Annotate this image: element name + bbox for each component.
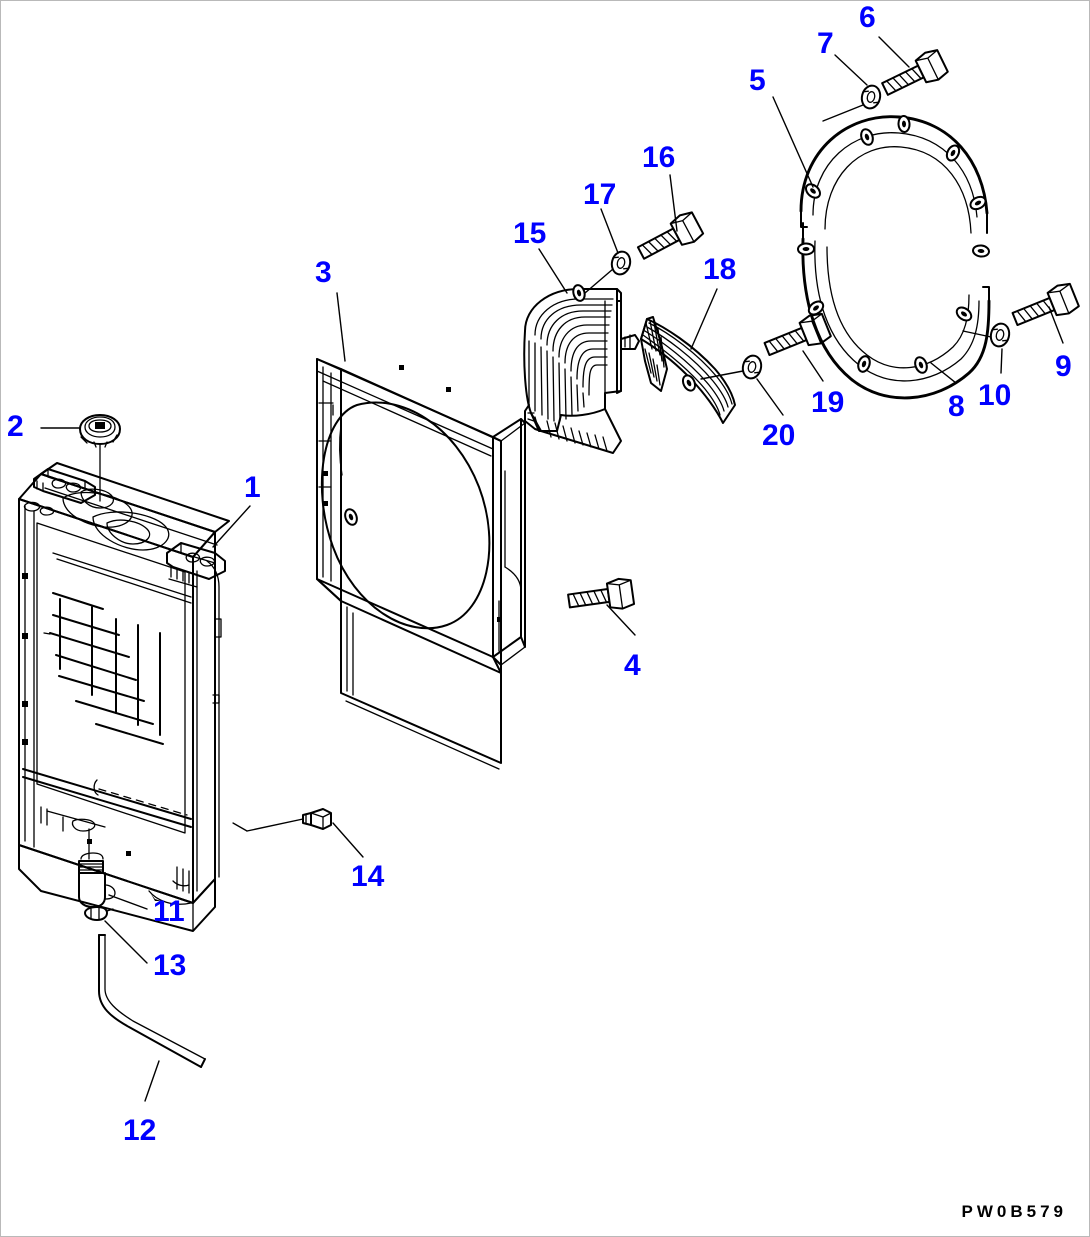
- callout-2: 2: [7, 410, 24, 443]
- part-guard-bolt-upper: [877, 46, 951, 104]
- part-air-duct-guard: [523, 282, 640, 454]
- part-duct-washer: [608, 248, 634, 278]
- callout-3: 3: [315, 256, 332, 289]
- part-drain-hose: [98, 934, 206, 1068]
- part-bracket-washer: [739, 352, 765, 382]
- callout-16: 16: [642, 141, 676, 174]
- part-curved-bracket-plate: [640, 316, 736, 424]
- callout-10: 10: [978, 379, 1012, 412]
- callout-7: 7: [817, 27, 834, 60]
- part-guard-washer-lower: [987, 320, 1013, 350]
- callout-11: 11: [153, 895, 185, 928]
- part-drain-plug: [302, 808, 332, 830]
- part-guard-washer-upper: [858, 82, 884, 112]
- callout-18: 18: [703, 253, 737, 286]
- part-fan-shroud-frame: [316, 358, 526, 770]
- part-duct-bolt: [632, 208, 706, 268]
- callout-17: 17: [583, 178, 617, 211]
- callout-19: 19: [811, 386, 845, 419]
- callout-20: 20: [762, 419, 796, 452]
- part-guard-bolt-lower: [1008, 280, 1081, 334]
- callout-5: 5: [749, 64, 766, 97]
- part-radiator-assembly: [18, 462, 230, 932]
- callout-8: 8: [948, 390, 965, 423]
- part-hose-clamp: [84, 906, 114, 921]
- part-bracket-bolt: [760, 310, 833, 364]
- part-fan-guard-ring: [796, 114, 991, 400]
- callout-6: 6: [859, 1, 876, 34]
- callout-12: 12: [123, 1114, 157, 1147]
- callout-4: 4: [624, 649, 641, 682]
- callout-9: 9: [1055, 350, 1072, 383]
- part-drain-cock: [78, 852, 116, 908]
- callout-1: 1: [244, 471, 261, 504]
- callout-13: 13: [153, 949, 187, 982]
- part-shroud-bolt: [565, 576, 636, 617]
- callout-15: 15: [513, 217, 547, 250]
- callout-14: 14: [351, 860, 385, 893]
- part-radiator-cap: [79, 414, 121, 502]
- drawing-number: PW0B579: [961, 1202, 1067, 1221]
